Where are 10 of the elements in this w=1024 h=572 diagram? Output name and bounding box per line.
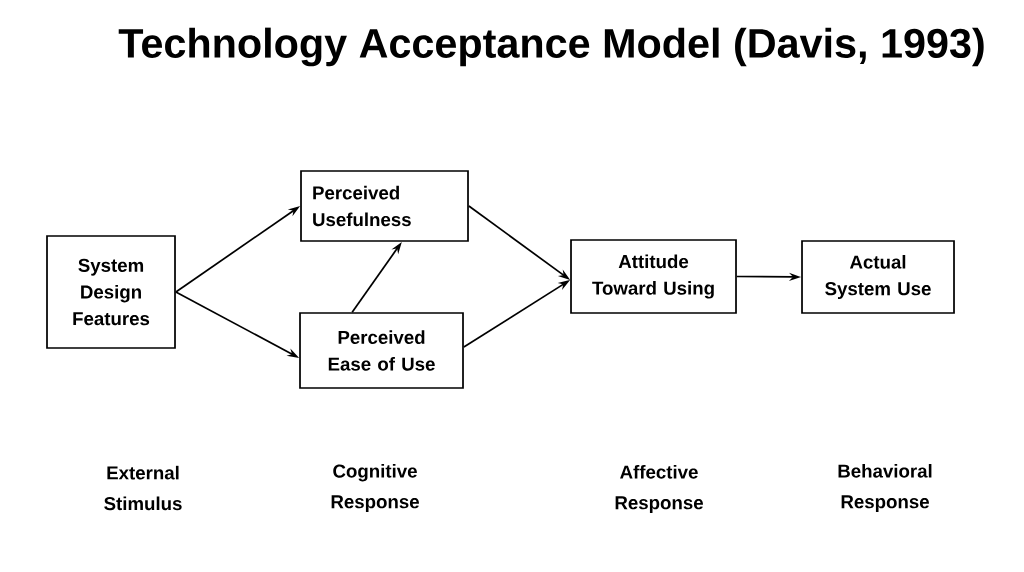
process-box: Actual System Use bbox=[801, 240, 955, 314]
title: Technology Acceptance Model (Davis, 1993) bbox=[118, 27, 984, 67]
process-box: Perceived Usefulness bbox=[300, 170, 469, 242]
stage-label: Affective Response bbox=[615, 464, 703, 514]
stage-label: External Stimulus bbox=[104, 465, 182, 511]
process-box: System Design Features bbox=[46, 235, 176, 349]
stage-label: Cognitive Response bbox=[331, 463, 419, 513]
stage-label: Behavioral Response bbox=[838, 463, 932, 513]
process-box: Attitude Toward Using bbox=[570, 239, 737, 314]
process-box: Perceived Ease of Use bbox=[299, 312, 464, 389]
